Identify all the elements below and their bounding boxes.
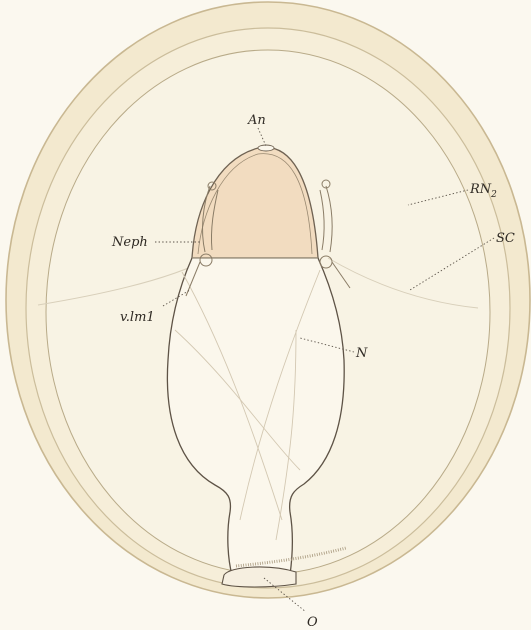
label-neph: Neph [111,235,148,250]
mouth-rim [222,567,296,587]
label-vlm1: v.lm1 [120,310,155,325]
label-sc: SC [496,231,515,246]
label-o: O [307,615,318,630]
anus-opening [258,145,274,151]
label-an: An [247,113,266,128]
label-n: N [355,346,368,361]
label-rn-main: RN [469,182,492,197]
label-rn-sub: 2 [490,190,497,200]
